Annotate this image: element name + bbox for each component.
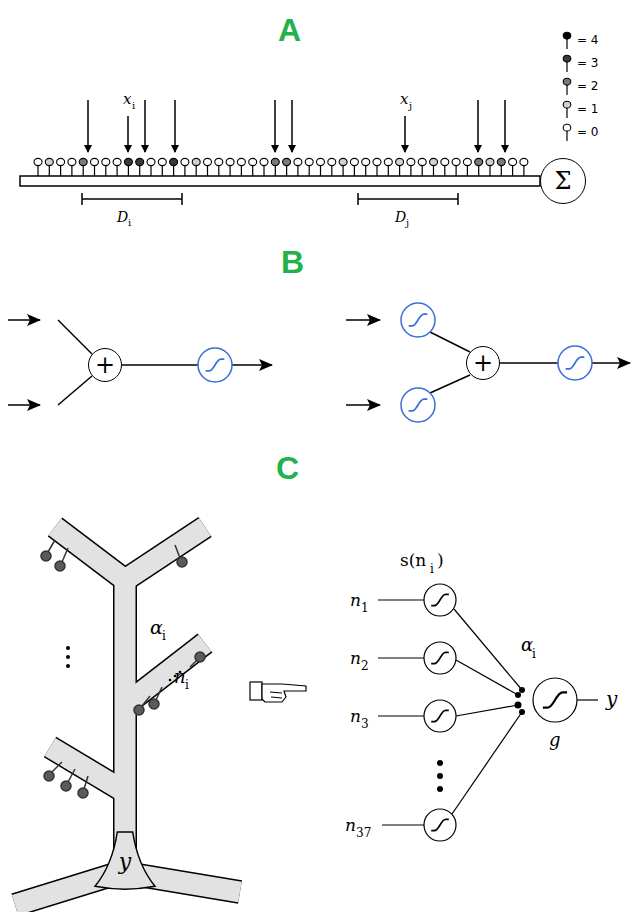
sum-node: + [466, 346, 500, 380]
dendrite-shaft [20, 176, 540, 186]
math-label: x [123, 92, 131, 107]
math-label: n [174, 668, 186, 686]
subscript: j [409, 101, 412, 111]
node-text: y [119, 851, 131, 873]
math-label: n [345, 817, 356, 834]
math-label: s(n [400, 552, 426, 569]
sum-node: + [88, 348, 122, 382]
network-wires [378, 600, 598, 825]
pointing-hand [250, 682, 306, 702]
input-arrows [88, 100, 505, 152]
legend-text: = 0 [577, 125, 599, 139]
legend-row: = 4 [560, 30, 599, 50]
legend-text: = 1 [577, 102, 599, 116]
synaptic-weights [515, 687, 526, 715]
math-label: α [521, 636, 533, 654]
legend-text: = 3 [577, 56, 599, 70]
subscript: i [185, 679, 189, 691]
math-label: y [606, 689, 617, 709]
sigmoid-curves [206, 314, 585, 411]
ellipsis-dots [66, 646, 443, 792]
legend-row: = 3 [560, 53, 599, 73]
sigmoid-units [198, 303, 592, 422]
node-text: Σ [555, 169, 572, 193]
legend-row: = 2 [560, 76, 599, 96]
math-label: α [150, 618, 163, 637]
node-text: + [95, 353, 115, 377]
math-label: n [350, 592, 361, 609]
spine-swatch [560, 99, 574, 119]
spine-swatch [560, 122, 574, 142]
soma: y [93, 830, 157, 894]
panel-letter: A [278, 14, 301, 46]
synapses [41, 540, 205, 798]
branch-units [424, 584, 577, 841]
legend-text: = 2 [577, 79, 599, 93]
span-brackets [82, 193, 458, 205]
subscript: 37 [356, 827, 371, 839]
subscript: i [132, 101, 135, 111]
subscript: i [532, 648, 536, 660]
subscript: 2 [361, 660, 369, 672]
math-label: ) [437, 552, 444, 569]
math-label: D [117, 210, 128, 224]
spine-row [34, 158, 528, 176]
subscript: j [406, 218, 409, 228]
panel-letter: C [276, 452, 299, 484]
math-label: x [400, 92, 408, 107]
math-label: n [350, 708, 361, 725]
math-label: g [549, 731, 561, 749]
neuron-dendrites [15, 527, 240, 905]
branch-sigmoids [431, 594, 567, 830]
spine-swatch [560, 30, 574, 50]
subscript: i [430, 563, 434, 575]
spine-swatch [560, 76, 574, 96]
legend-row: = 0 [560, 122, 599, 142]
math-label: n [350, 650, 361, 667]
legend-text: = 4 [577, 33, 599, 47]
spine-swatch [560, 53, 574, 73]
panel-letter: B [281, 246, 304, 278]
subscript: 1 [361, 602, 369, 614]
legend-row: = 1 [560, 99, 599, 119]
subscript: i [162, 630, 166, 642]
subscript: i [128, 218, 131, 228]
math-label: D [395, 210, 406, 224]
subscript: 3 [361, 718, 369, 730]
node-text: + [473, 351, 493, 375]
summation-node: Σ [540, 158, 586, 204]
unit-wires [8, 320, 630, 405]
